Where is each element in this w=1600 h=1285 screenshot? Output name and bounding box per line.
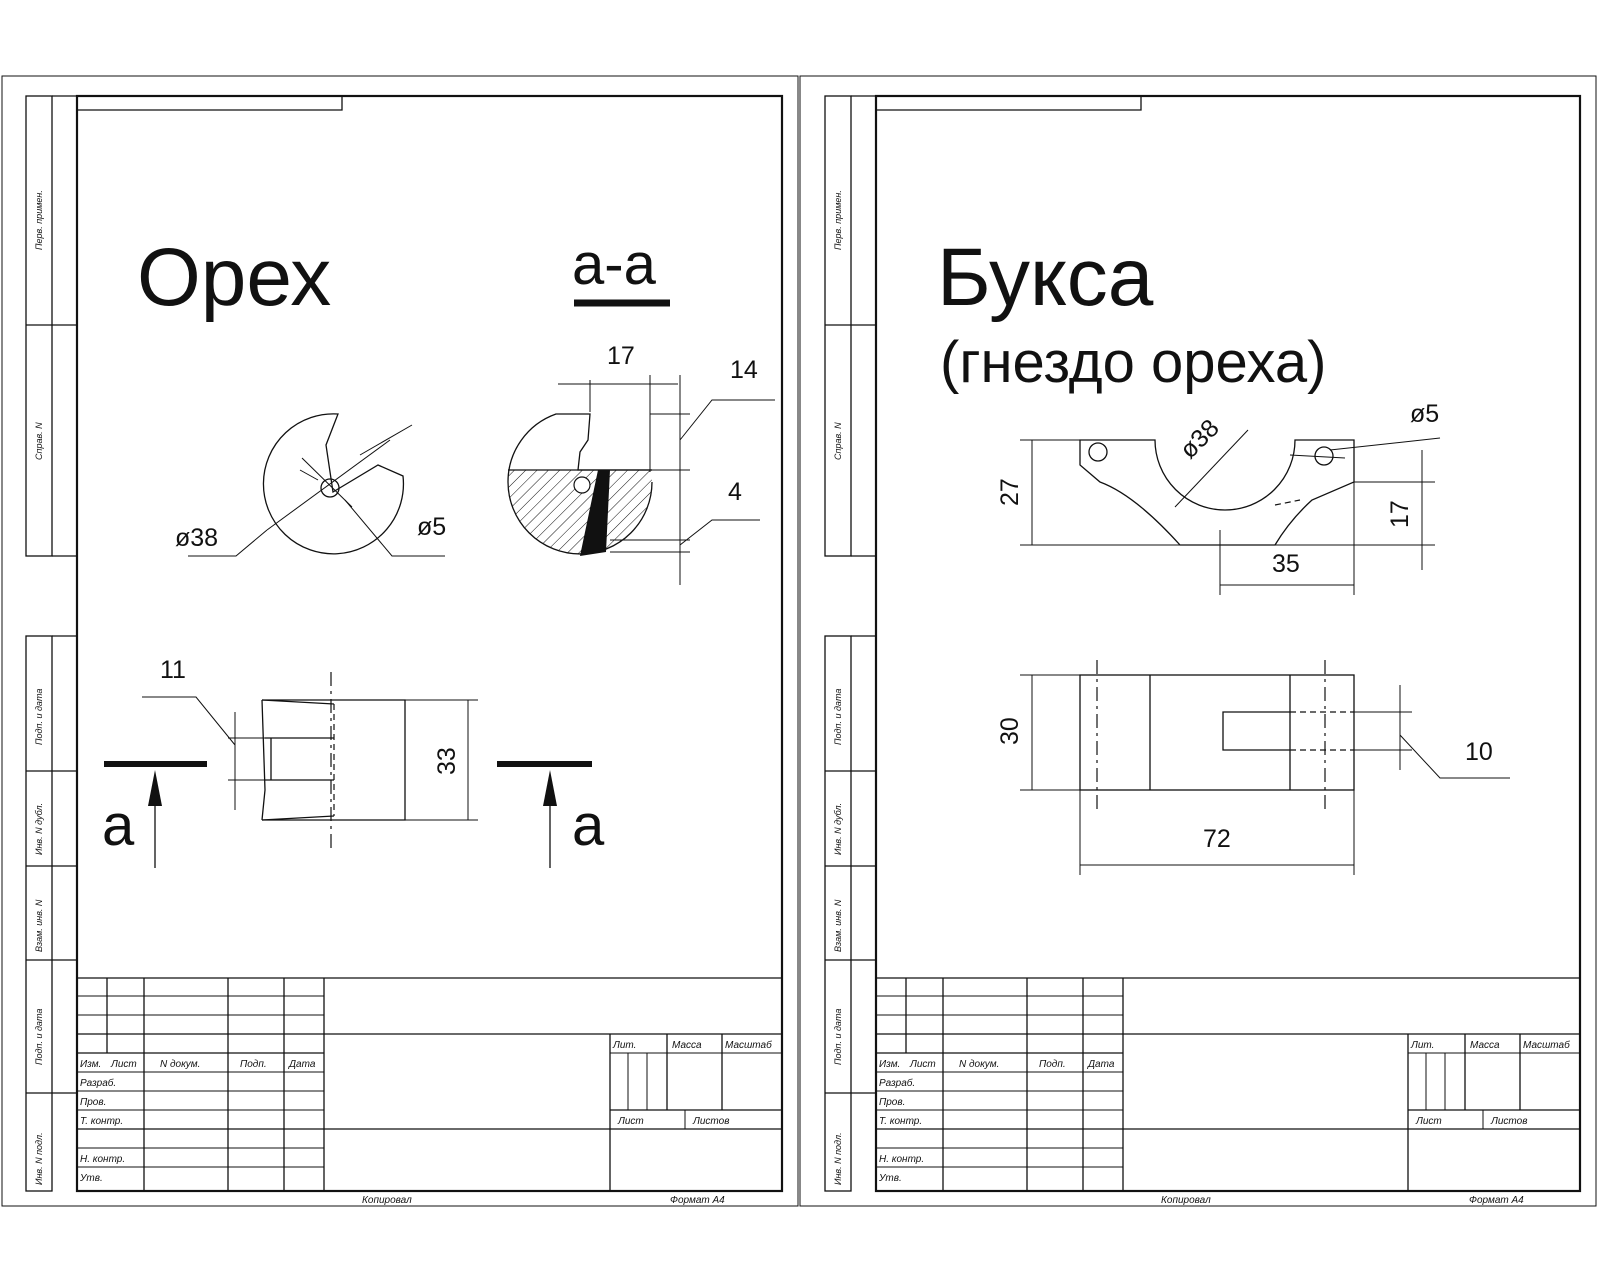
section-cut-markers: а а (102, 761, 605, 868)
tb-col: N докум. (959, 1059, 999, 1070)
tb-col: Дата (288, 1059, 316, 1070)
side-stamp-label: Взам. инв. N (833, 899, 843, 952)
tb-row: Т. контр. (80, 1116, 123, 1127)
side-stamp-label: Перв. примен. (833, 190, 843, 250)
sheet-left-outer-border (1, 75, 799, 1207)
section-label: а-а (572, 232, 657, 297)
side-stamp-label: Справ. N (34, 422, 44, 460)
tb-col: N докум. (160, 1059, 200, 1070)
cut-letter: а (102, 793, 135, 858)
tb-col: Изм. (879, 1059, 900, 1070)
sheet-left-top-tab (77, 96, 343, 111)
tb-mass: Масса (1470, 1040, 1500, 1051)
side-stamp-left: Перв. примен. Справ. N Подп. и дата Инв.… (25, 95, 77, 1192)
tb-row: Разраб. (879, 1077, 915, 1089)
part-subtitle: (гнездо ореха) (940, 330, 1326, 395)
sheet-right-top-tab (876, 96, 1142, 111)
side-stamp-label: Перв. примен. (34, 190, 44, 250)
nut-front-view: ø38 ø5 (175, 413, 446, 557)
tb-row: Пров. (879, 1097, 905, 1108)
tb-lit: Лит. (612, 1040, 636, 1051)
housing-front-view: 27 ø38 ø5 17 35 (996, 400, 1441, 595)
nut-side-view: 33 11 (142, 656, 478, 850)
dim-label: 17 (1386, 500, 1414, 528)
dim-label: 10 (1465, 738, 1493, 766)
sheet-right-frame (874, 94, 1582, 1193)
part-title: Букса (937, 232, 1154, 323)
title-block-left: Изм. Лист N докум. Подп. Дата Разраб. Пр… (77, 977, 782, 1206)
sheet-right-outer-border (799, 75, 1597, 1207)
side-stamp-label: Подп. и дата (833, 1009, 843, 1065)
tb-format: Формат А4 (670, 1195, 725, 1206)
dim-label: ø38 (1174, 414, 1224, 464)
side-stamp-label: Инв. N подл. (833, 1132, 843, 1185)
tb-row: Пров. (80, 1097, 106, 1108)
dim-label: ø5 (1410, 400, 1439, 428)
tb-row: Т. контр. (879, 1116, 922, 1127)
side-stamp-right: Перв. примен. Справ. N Подп. и дата Инв.… (824, 95, 876, 1192)
side-stamp-label: Подп. и дата (34, 689, 44, 745)
tb-mass: Масса (672, 1040, 702, 1051)
tb-row: Н. контр. (879, 1154, 924, 1165)
dim-label: 4 (728, 478, 742, 506)
dim-label: 14 (730, 356, 758, 384)
tb-col: Лист (110, 1059, 137, 1070)
tb-col: Подп. (1039, 1059, 1066, 1070)
part-title: Орех (137, 232, 331, 323)
tb-row: Утв. (878, 1173, 902, 1184)
dim-label: ø5 (417, 513, 446, 541)
side-stamp-label: Инв. N дубл. (833, 803, 843, 855)
tb-scale: Масштаб (725, 1039, 772, 1051)
tb-row: Н. контр. (80, 1154, 125, 1165)
dim-label: 72 (1203, 825, 1231, 853)
tb-format: Формат А4 (1469, 1195, 1524, 1206)
housing-top-view: 30 10 72 (996, 660, 1510, 875)
tb-col: Дата (1087, 1059, 1115, 1070)
tb-row: Утв. (79, 1173, 103, 1184)
dim-label: 33 (433, 747, 461, 775)
dim-label: 27 (996, 478, 1024, 506)
tb-scale: Масштаб (1523, 1039, 1570, 1051)
dim-label: 17 (607, 342, 635, 370)
side-stamp-label: Взам. инв. N (34, 899, 44, 952)
side-stamp-label: Подп. и дата (34, 1009, 44, 1065)
tb-sheet: Лист (617, 1116, 644, 1127)
tb-copied: Копировал (362, 1195, 412, 1206)
tb-sheets: Листов (692, 1116, 729, 1127)
sheet-left: Перв. примен. Справ. N Подп. и дата Инв.… (1, 75, 799, 1207)
tb-copied: Копировал (1161, 1195, 1211, 1206)
dim-label: 35 (1272, 550, 1300, 578)
tb-col: Изм. (80, 1059, 101, 1070)
dim-label: 30 (996, 717, 1024, 745)
sheet-right: Перв. примен. Справ. N Подп. и дата Инв.… (799, 75, 1597, 1207)
cut-letter: а (572, 793, 605, 858)
side-stamp-label: Инв. N дубл. (34, 803, 44, 855)
tb-lit: Лит. (1410, 1040, 1434, 1051)
tb-sheet: Лист (1415, 1116, 1442, 1127)
side-stamp-label: Подп. и дата (833, 689, 843, 745)
tb-col: Подп. (240, 1059, 267, 1070)
tb-sheets: Листов (1490, 1116, 1527, 1127)
tb-row: Разраб. (80, 1077, 116, 1089)
dim-label: ø38 (175, 524, 218, 552)
sheet-left-frame (75, 94, 784, 1193)
side-stamp-label: Справ. N (833, 422, 843, 460)
dim-label: 11 (160, 656, 186, 684)
title-block-right: Изм. Лист N докум. Подп. Дата Разраб. Пр… (876, 977, 1580, 1206)
nut-section-view: 17 14 4 (507, 342, 775, 585)
side-stamp-label: Инв. N подл. (34, 1132, 44, 1185)
tb-col: Лист (909, 1059, 936, 1070)
